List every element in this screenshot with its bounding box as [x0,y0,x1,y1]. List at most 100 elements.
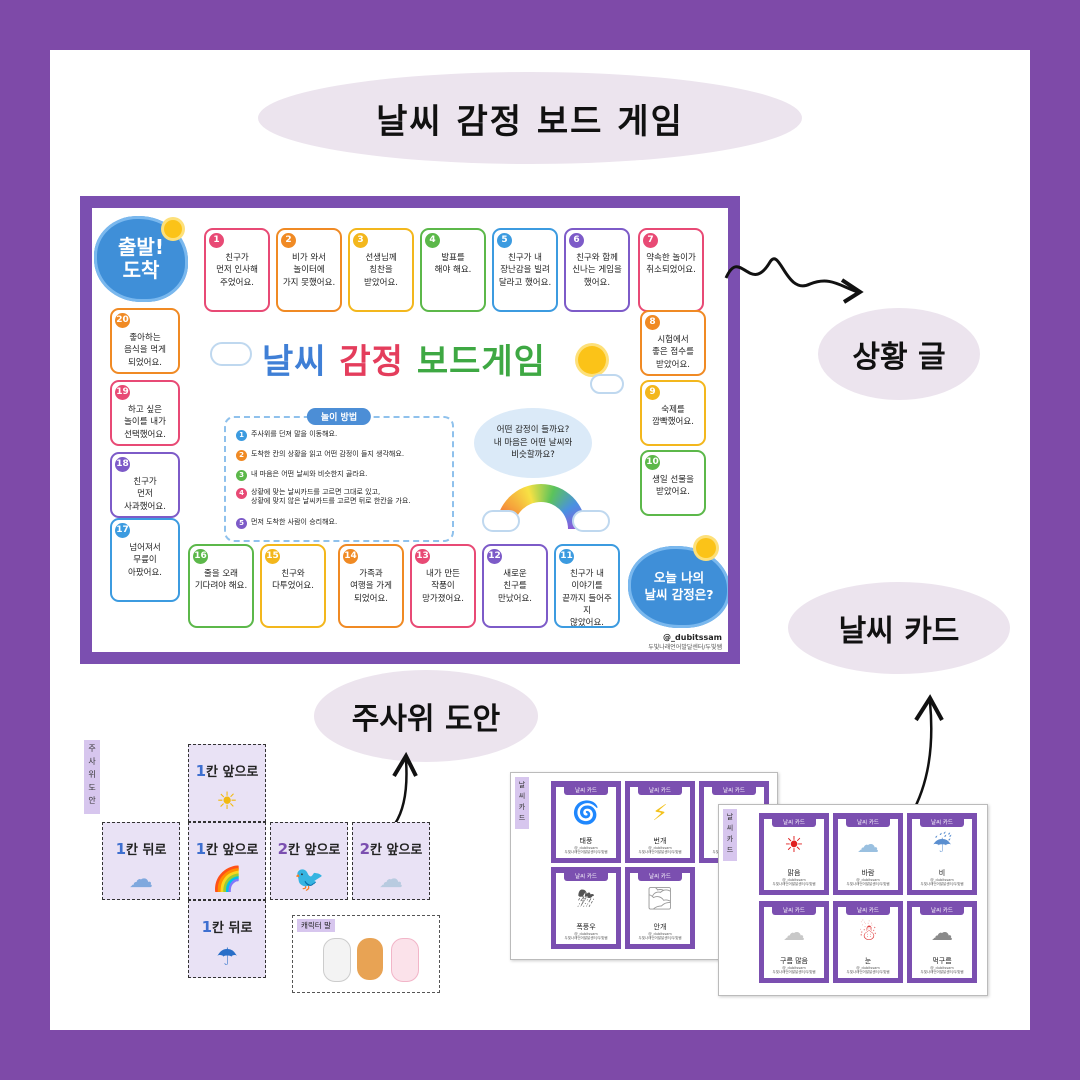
sun-icon [164,220,182,238]
dice-face-label: 1칸 뒤로 [189,917,265,936]
tile-text: 선생님께 칭찬을 받았어요. [364,253,398,288]
weather-card-name: 맑음 [787,869,801,877]
tile-text: 내가 만든 작품이 망가졌어요. [422,569,464,604]
weather-card-name: 눈 [864,957,872,965]
weather-card: 날씨 카드🌀태풍@_dubitssam 두빛나래언어발달센터/두빛쌤 [551,781,621,863]
weather-card-header: 날씨 카드 [564,787,608,795]
weather-card-footer: @_dubitssam 두빛나래언어발달센터/두빛쌤 [564,932,608,941]
start-finish-label: 출발! 도착 [118,235,164,282]
weather-card: 날씨 카드⛈폭풍우@_dubitssam 두빛나래언어발달센터/두빛쌤 [551,867,621,949]
weather-card-name: 안개 [653,923,667,931]
umbrella-icon: ☂ [216,943,238,971]
dice-face: 1칸 앞으로☀ [188,744,266,822]
weather-card-name: 번개 [653,837,667,845]
weather-card-header: 날씨 카드 [772,907,816,915]
storm-icon: ⛈ [577,887,595,912]
dice-face-text: 칸 앞으로 [370,843,423,858]
board-tile: 14 가족과 여행을 가게 되었어요. [338,544,404,628]
dice-face-number: 2 [277,840,289,858]
weather-card-header: 날씨 카드 [846,907,890,915]
rule-text: 내 마음은 어떤 날씨와 비슷한지 골라요. [251,470,368,478]
dice-face: 1칸 앞으로🌈 [188,822,266,900]
rule-number: 3 [236,470,247,481]
bear-icon [357,938,383,980]
weather-card-header: 날씨 카드 [920,907,964,915]
weather-card: 날씨 카드☀맑음@_dubitssam 두빛나래언어발달센터/두빛쌤 [759,813,829,895]
weather-card-name: 폭풍우 [576,923,596,931]
tile-number: 8 [645,315,660,330]
weather-card: 날씨 카드☃눈@_dubitssam 두빛나래언어발달센터/두빛쌤 [833,901,903,983]
typhoon-icon: 🌀 [572,801,600,826]
tile-text: 가족과 여행을 가게 되었어요. [350,569,392,604]
tile-number: 10 [645,455,660,470]
dice-face: 2칸 앞으로☁ [352,822,430,900]
weather-card: 날씨 카드☁구름 많음@_dubitssam 두빛나래언어발달센터/두빛쌤 [759,901,829,983]
cloudy-icon: ☁ [783,921,805,946]
dice-face-number: 1 [201,918,213,936]
tile-text: 좋아하는 음식을 먹게 되었어요. [124,333,166,368]
tile-text: 약속한 놀이가 취소되었어요. [646,253,696,276]
dice-face: 1칸 뒤로 ☂ [188,900,266,978]
board-tile: 7 약속한 놀이가 취소되었어요. [638,228,704,312]
tile-number: 18 [115,457,130,472]
weather-card-header: 날씨 카드 [846,819,890,827]
dice-sheet-tag: 주 사 위 도 안 [84,740,100,814]
label-weather-card: 날씨 카드 [788,582,1010,674]
tile-text: 새로운 친구를 만났어요. [498,569,532,604]
board-title: 날씨 감정 보드게임 [262,334,546,383]
weather-card-footer: @_dubitssam 두빛나래언어발달센터/두빛쌤 [772,878,816,887]
tile-number: 12 [487,549,502,564]
tile-number: 14 [343,549,358,564]
dice-face-label: 1칸 앞으로 [189,761,265,780]
tile-text: 친구가 먼저 인사해 주었어요. [216,253,258,288]
tile-text: 발표를 해야 해요. [434,253,472,276]
tile-number: 17 [115,523,130,538]
weather-card: 날씨 카드⚡번개@_dubitssam 두빛나래언어발달센터/두빛쌤 [625,781,695,863]
question-text: 어떤 감정이 들까요? 내 마음은 어떤 날씨와 비슷할까요? [493,424,573,461]
dice-face-number: 2 [359,840,371,858]
snowman-icon: ☃ [858,921,878,946]
dice-face: 1칸 뒤로☁ [102,822,180,900]
cloud-icon [210,342,252,366]
tile-text: 하고 싶은 놀이를 내가 선택했어요. [124,405,166,440]
dice-face-label: 1칸 뒤로 [103,839,179,858]
weather-card: 날씨 카드🌫안개@_dubitssam 두빛나래언어발달센터/두빛쌤 [625,867,695,949]
rule-number: 2 [236,450,247,461]
main-title: 날씨 감정 보드 게임 [258,72,802,164]
weather-card-sheet-tag: 날 씨 카 드 [723,809,737,861]
rule-text: 주사위를 던져 말을 이동해요. [251,430,338,438]
dice-face-label: 2칸 앞으로 [271,839,347,858]
rule-item: 3 내 마음은 어떤 날씨와 비슷한지 골라요. [236,470,448,481]
tile-number: 15 [265,549,280,564]
bunny-icon [391,938,419,982]
tile-number: 20 [115,313,130,328]
dice-face-label: 2칸 앞으로 [353,839,429,858]
tile-text: 비가 와서 놀이터에 가지 못했어요. [282,253,336,288]
rule-number: 5 [236,518,247,529]
weather-card-sheet-tag: 날 씨 카 드 [515,777,529,829]
tile-number: 7 [643,233,658,248]
dice-face-number: 1 [195,762,207,780]
today-weather-label: 오늘 나의 날씨 감정은? [644,570,714,602]
weather-card-footer: @_dubitssam 두빛나래언어발달센터/두빛쌤 [920,966,964,975]
sun-icon [578,346,606,374]
weather-card-name: 구름 많음 [780,957,808,965]
